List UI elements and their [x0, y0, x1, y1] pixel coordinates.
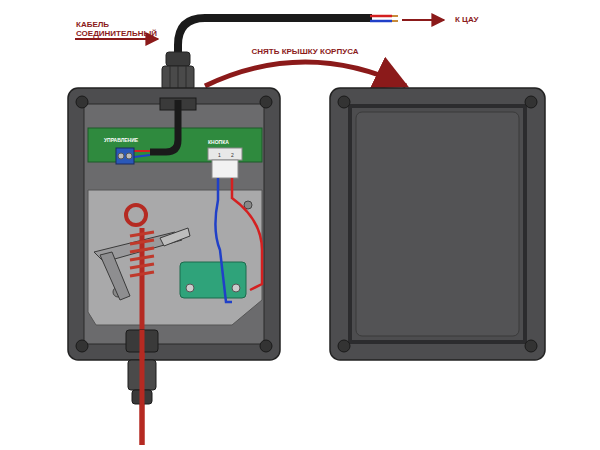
svg-text:1: 1: [218, 152, 221, 158]
connector-label: КНОПКА: [208, 140, 229, 146]
instruction-label: СНЯТЬ КРЫШКУ КОРПУСА: [251, 47, 358, 56]
destination-label: К ЦАУ: [455, 15, 478, 24]
svg-text:2: 2: [231, 152, 234, 158]
terminal-label: УПРАВЛЕНИЕ: [104, 138, 138, 144]
cable-label: КАБЕЛЬ СОЕДИНИТЕЛЬНЫЙ: [76, 20, 156, 38]
